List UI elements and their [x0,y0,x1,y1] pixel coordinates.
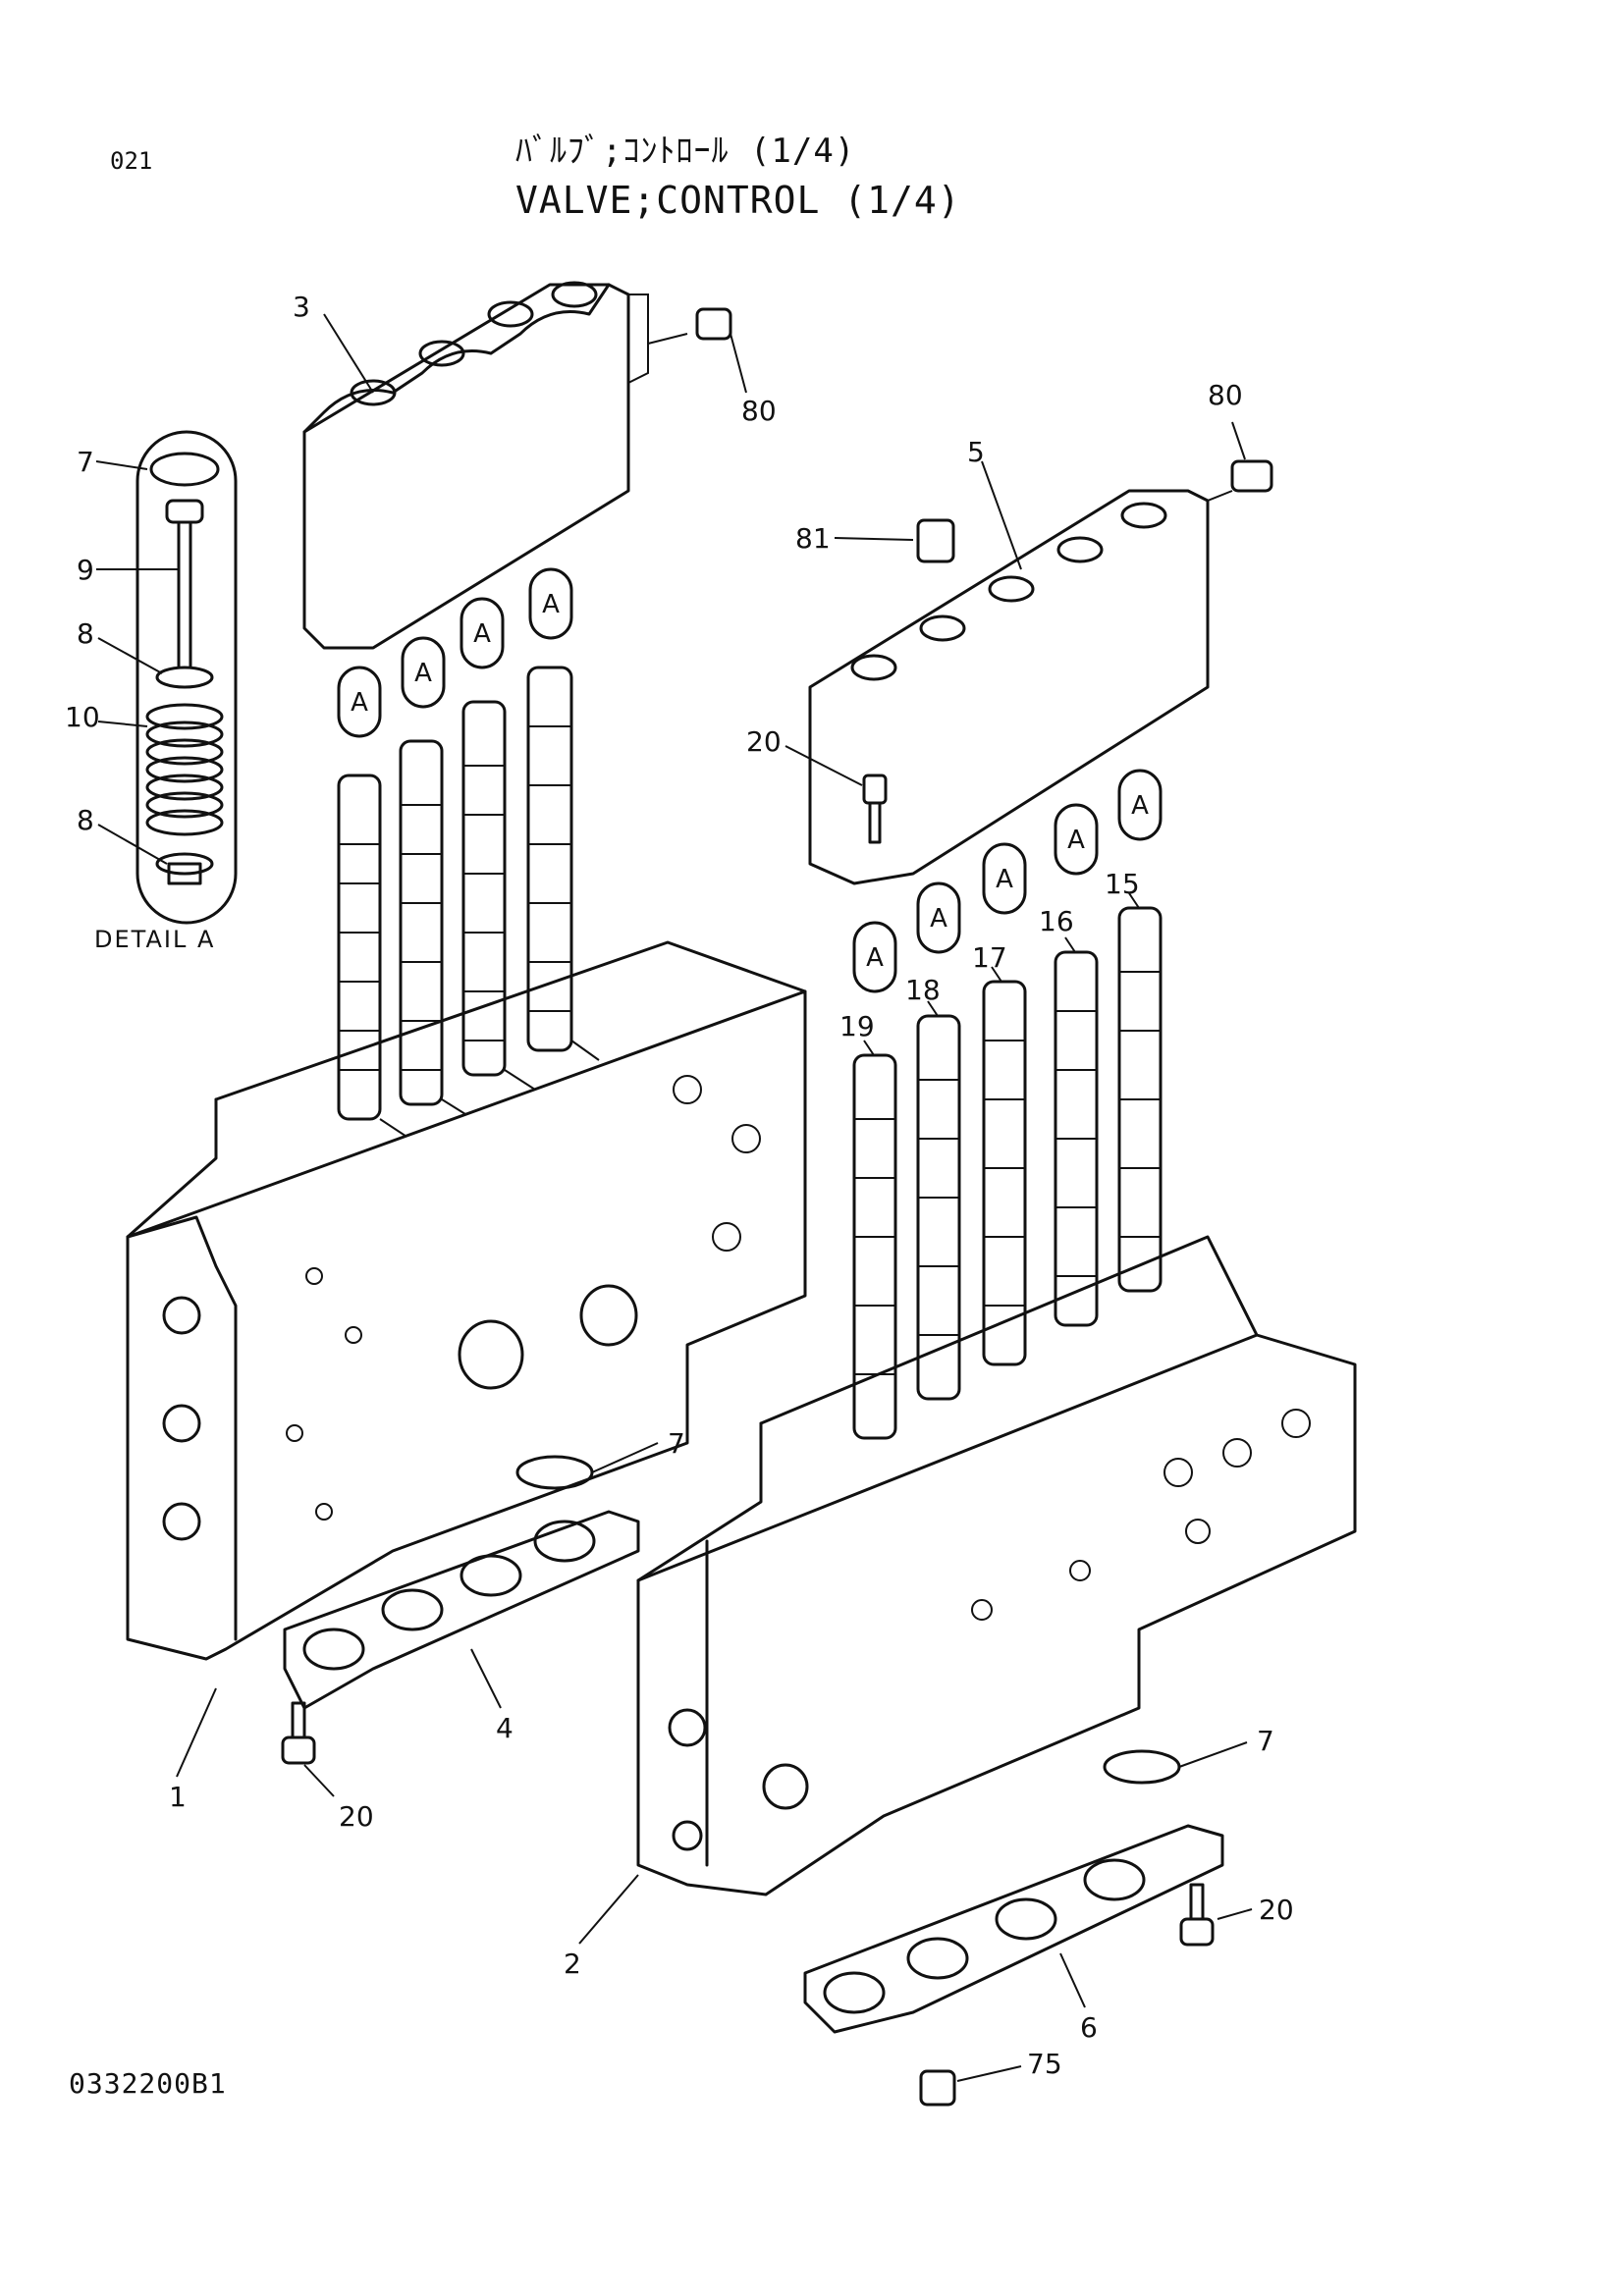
cover-6 [803,1824,1224,2034]
callout-9: 9 [77,554,94,586]
plug-80-right [1230,459,1273,493]
detail-oring [149,452,220,487]
valve-body-1 [126,989,807,1661]
svg-text:A: A [996,865,1013,894]
spool-15 [1117,906,1163,1293]
svg-text:A: A [414,659,432,688]
callout-18: 18 [905,974,941,1006]
callout-8b: 8 [77,804,94,836]
plug-75 [919,2069,956,2107]
title-japanese: ﾊﾞﾙﾌﾞ;ｺﾝﾄﾛｰﾙ (1/4) [515,132,856,171]
callout-1: 1 [169,1781,187,1813]
left-valve-assembly: 80 3 A A A A [126,281,807,1833]
callout-10: 10 [65,701,100,733]
callout-19: 19 [839,1010,875,1042]
svg-text:A: A [473,619,491,649]
callout-4: 4 [496,1712,514,1744]
callout-7-left: 7 [668,1427,685,1460]
callout-7: 7 [77,446,94,478]
callout-2: 2 [564,1948,581,1980]
bolt-20-cover-head [862,774,888,805]
detail-bolt-shank [177,520,192,671]
callout-75: 75 [1027,2048,1062,2080]
spools-right: 19 18 17 16 15 [839,868,1163,1440]
svg-text:A: A [351,688,368,718]
svg-text:A: A [866,943,884,973]
detail-a-label: DETAIL A [94,926,215,953]
spool-18 [916,1014,961,1401]
cover-5 [808,489,1210,885]
spool-16 [1054,950,1099,1327]
detail-spring [145,703,224,836]
right-valve-assembly: 80 5 81 20 A A A A A [564,379,1357,2107]
callout-6: 6 [1080,2011,1098,2044]
callout-80-right: 80 [1208,379,1243,411]
oring-7-right [1103,1749,1181,1785]
svg-text:A: A [1131,791,1149,821]
cover-4 [283,1510,640,1710]
plug-81 [916,518,955,563]
spool-13 [461,700,507,1077]
spool-14 [526,666,573,1052]
callout-16: 16 [1039,905,1074,937]
page-number: 021 [110,147,153,175]
callout-20-cover: 20 [746,725,782,758]
plug-80-left [695,307,732,341]
spool-19 [852,1053,897,1440]
spool-17 [982,980,1027,1366]
spool-11 [337,774,382,1121]
callout-15: 15 [1105,868,1140,900]
callout-8: 8 [77,617,94,650]
detail-a-frame [135,430,238,925]
valve-body-2 [636,1333,1357,1896]
cover-3 [302,283,630,650]
a-capsules-left: A A A A [337,567,573,738]
svg-text:A: A [1067,826,1085,855]
figure-code: 0332200B1 [69,2067,227,2100]
detail-bolt-head [165,499,204,524]
detail-washer-hub [167,862,202,885]
spool-12 [399,739,444,1106]
callout-80-left: 80 [741,395,777,427]
bolt-20-right-head [1179,1917,1215,1947]
title-english: VALVE;CONTROL (1/4) [515,179,961,222]
callout-20-right: 20 [1259,1894,1294,1926]
callout-7-right: 7 [1257,1725,1274,1757]
callout-17: 17 [972,941,1007,974]
detail-a-inset: DETAIL A 7 9 8 10 8 [65,430,238,953]
callout-81: 81 [795,522,831,555]
callout-5: 5 [967,436,985,468]
svg-text:A: A [542,590,560,619]
callout-20-left: 20 [339,1800,374,1833]
callout-3: 3 [293,291,310,323]
svg-text:A: A [930,904,947,934]
a-capsules-right: A A A A A [852,769,1163,993]
bolt-20-left-head [281,1735,316,1765]
detail-washer-top [155,666,214,689]
